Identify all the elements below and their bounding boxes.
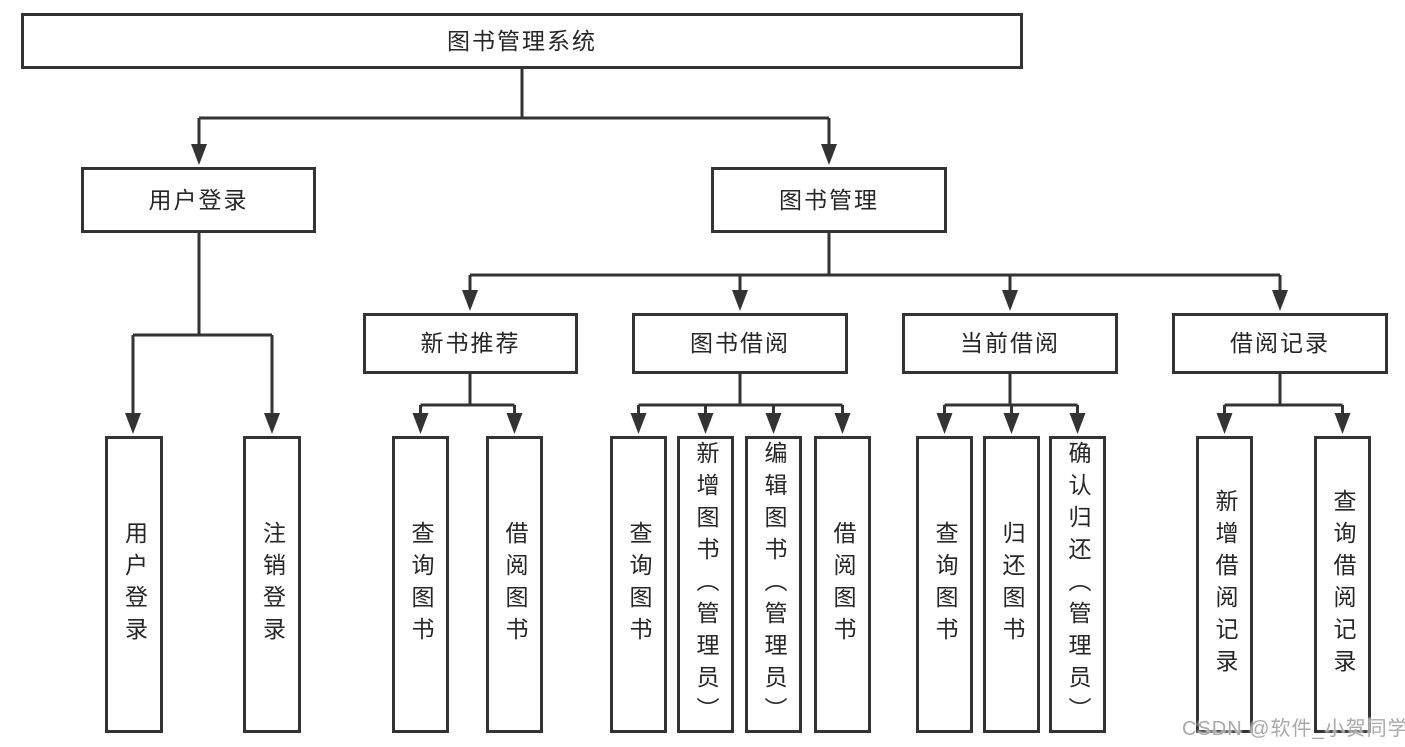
leaf-add-borrow-record: 新增借阅记录	[1196, 436, 1253, 733]
leaf-query-books-3: 查询图书	[916, 436, 973, 733]
node-book-management-label: 图书管理	[779, 186, 879, 213]
node-book-borrowing-label: 图书借阅	[690, 330, 790, 356]
leaf-add-borrow-record-label: 新增借阅记录	[1212, 488, 1238, 681]
leaf-query-borrow-record: 查询借阅记录	[1314, 436, 1371, 733]
node-library-system-label: 图书管理系统	[447, 27, 597, 54]
leaf-add-books-admin: 新增图书（管理员）	[677, 436, 734, 733]
leaf-query-books-1: 查询图书	[392, 436, 449, 733]
node-borrowing-records: 借阅记录	[1172, 313, 1388, 374]
leaf-query-books-2: 查询图书	[610, 436, 667, 733]
node-new-book-recommendation-label: 新书推荐	[420, 330, 521, 356]
leaf-edit-books-admin: 编辑图书（管理员）	[745, 436, 802, 733]
leaf-query-books-2-label: 查询图书	[626, 520, 652, 649]
node-user-login: 用户登录	[81, 167, 316, 233]
leaf-query-borrow-record-label: 查询借阅记录	[1330, 488, 1356, 681]
node-book-management: 图书管理	[711, 167, 947, 233]
leaf-confirm-return-admin: 确认归还（管理员）	[1049, 436, 1106, 733]
leaf-return-books-label: 归还图书	[999, 520, 1025, 649]
node-current-borrowing: 当前借阅	[902, 313, 1118, 374]
leaf-user-login: 用户登录	[105, 436, 163, 733]
leaf-confirm-return-admin-label: 确认归还（管理员）	[1065, 440, 1091, 729]
node-book-borrowing: 图书借阅	[632, 313, 848, 374]
leaf-query-books-3-label: 查询图书	[932, 520, 958, 649]
leaf-add-books-admin-label: 新增图书（管理员）	[693, 440, 719, 729]
node-user-login-label: 用户登录	[148, 186, 249, 213]
node-library-system: 图书管理系统	[21, 13, 1023, 69]
leaf-borrow-books-1-label: 借阅图书	[502, 520, 528, 649]
leaf-borrow-books-2: 借阅图书	[814, 436, 871, 733]
node-new-book-recommendation: 新书推荐	[363, 313, 578, 374]
leaf-borrow-books-1: 借阅图书	[486, 436, 543, 733]
leaf-logout-label: 注销登录	[259, 520, 286, 649]
leaf-logout: 注销登录	[243, 436, 301, 733]
leaf-borrow-books-2-label: 借阅图书	[830, 520, 856, 649]
leaf-query-books-1-label: 查询图书	[408, 520, 434, 649]
leaf-return-books: 归还图书	[983, 436, 1040, 733]
node-current-borrowing-label: 当前借阅	[960, 330, 1060, 356]
leaf-edit-books-admin-label: 编辑图书（管理员）	[761, 440, 787, 729]
node-borrowing-records-label: 借阅记录	[1230, 330, 1330, 356]
leaf-user-login-label: 用户登录	[121, 520, 148, 649]
